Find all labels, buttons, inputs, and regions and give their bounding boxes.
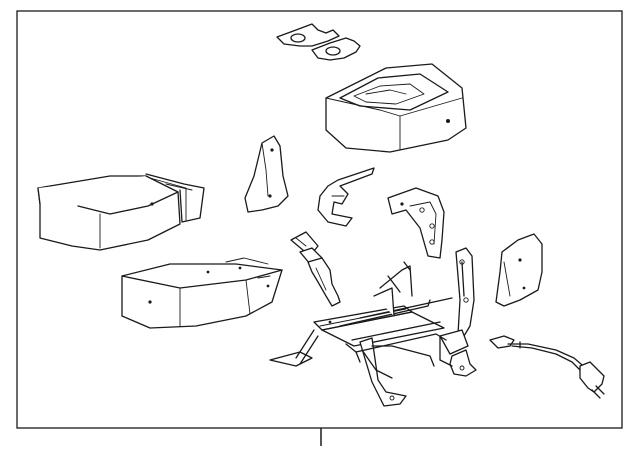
armrest-console-icon	[325, 63, 467, 153]
wire-harness-icon	[489, 335, 605, 399]
washer-plates-icon	[276, 23, 361, 61]
side-shield-right-icon	[495, 233, 543, 307]
seat-belt-buckle-icon	[290, 231, 341, 307]
mounting-plate-icon	[387, 187, 445, 259]
seat-frame-track-icon	[269, 247, 477, 407]
side-shield-left-icon	[244, 135, 289, 213]
seat-cushion-upper-icon	[37, 173, 205, 251]
bracket-icon	[317, 167, 375, 227]
diagram-frame	[16, 10, 623, 429]
seat-cushion-lower-icon	[121, 257, 283, 329]
